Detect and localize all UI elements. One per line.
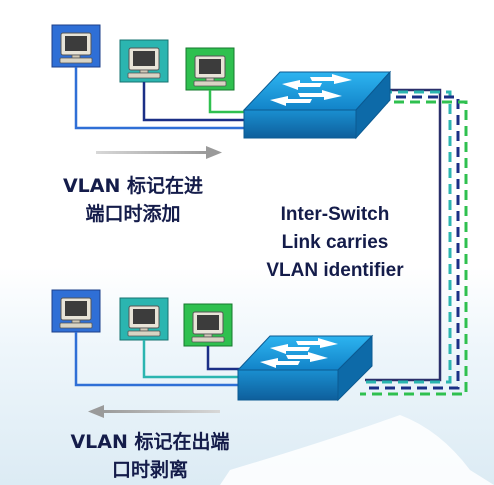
pc-icon [127,305,161,337]
pc-top-green [185,47,235,91]
trunk-dashed-teal [365,90,452,384]
ingress-tag-line-2: 端口时添加 [85,203,181,225]
pc-bottom-blue [51,289,101,333]
decorative-swoosh [220,415,494,485]
switch-icon [270,74,352,106]
pc-bottom-green [183,303,233,347]
pc-top-blue [51,24,101,68]
switch-bottom [236,334,374,402]
switch-top [242,70,392,140]
pc-top-teal [119,39,169,83]
link-top-blue [74,67,244,130]
switch-icon [260,338,338,368]
ingress-tag-label: VLAN 标记在进 端口时添加 [28,172,238,228]
trunk-label-line-3: VLAN identifier [266,260,404,281]
trunk-label-line-1: Inter-Switch [280,204,390,225]
trunk-label: Inter-Switch Link carries VLAN identifie… [250,201,420,285]
pc-icon [193,55,227,87]
trunk-dashed-green [360,100,468,396]
trunk-label-line-2: Link carries [281,232,389,253]
pc-icon [59,32,93,64]
egress-tag-label: VLAN 标记在出端 口时剥离 [40,428,260,484]
arrow-right-icon [96,146,222,159]
egress-tag-line-1: VLAN 标记在出端 [70,431,230,453]
trunk-solid [365,88,442,382]
arrow-left-icon [88,405,220,418]
link-top-green [208,90,244,114]
pc-icon [127,47,161,79]
trunk-dashed-blue [365,95,460,390]
link-top-teal [142,82,244,122]
ingress-tag-line-1: VLAN 标记在进 [62,175,204,197]
pc-bottom-teal [119,297,169,341]
link-bottom-blue [74,332,240,387]
link-bottom-teal [142,340,240,379]
link-bottom-green [206,346,240,371]
pc-icon [191,311,225,343]
pc-icon [59,297,93,329]
egress-tag-line-2: 口时剥离 [111,459,188,481]
